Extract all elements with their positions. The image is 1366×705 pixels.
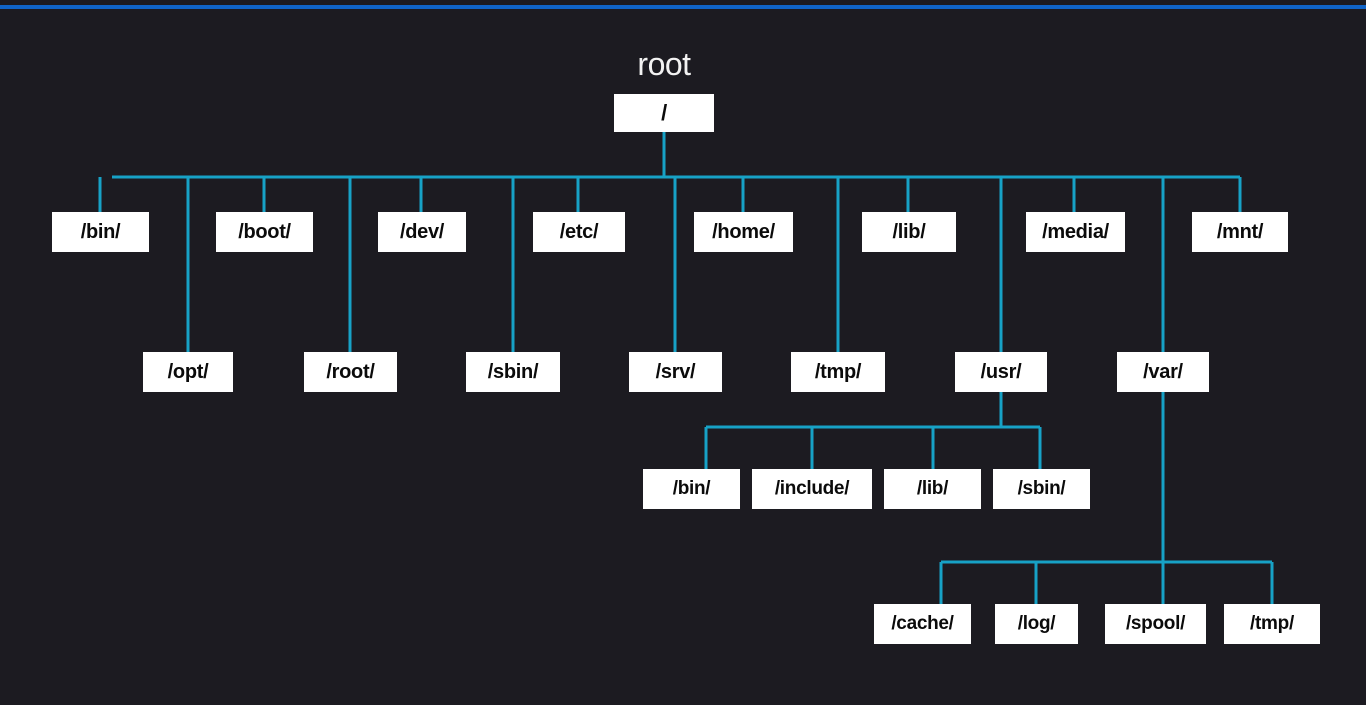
node-level1-dev[interactable]: /dev/ bbox=[378, 212, 466, 252]
node-label: /dev/ bbox=[399, 220, 445, 243]
node-level1-root[interactable]: /root/ bbox=[304, 352, 397, 392]
node-label: / bbox=[661, 100, 667, 125]
node-label: /usr/ bbox=[980, 360, 1022, 383]
node-label: /include/ bbox=[774, 478, 850, 499]
node-label: /sbin/ bbox=[487, 360, 539, 383]
node-label: /var/ bbox=[1143, 360, 1183, 383]
node-var-spool[interactable]: /spool/ bbox=[1105, 604, 1206, 644]
node-label: /mnt/ bbox=[1216, 220, 1264, 243]
node-level1-etc[interactable]: /etc/ bbox=[533, 212, 625, 252]
node-usr-sbin[interactable]: /sbin/ bbox=[993, 469, 1090, 509]
node-label: /lib/ bbox=[916, 478, 949, 499]
node-level1-bin[interactable]: /bin/ bbox=[52, 212, 149, 252]
node-usr-bin[interactable]: /bin/ bbox=[643, 469, 740, 509]
node-label: /boot/ bbox=[238, 220, 291, 243]
node-level1-mnt[interactable]: /mnt/ bbox=[1192, 212, 1288, 252]
node-label: /srv/ bbox=[655, 360, 696, 383]
node-level1-var[interactable]: /var/ bbox=[1117, 352, 1209, 392]
node-level1-opt[interactable]: /opt/ bbox=[143, 352, 233, 392]
node-level1-boot[interactable]: /boot/ bbox=[216, 212, 313, 252]
node-usr-lib[interactable]: /lib/ bbox=[884, 469, 981, 509]
node-root[interactable]: / bbox=[614, 94, 714, 132]
top-accent-bar bbox=[0, 0, 1366, 12]
node-level1-lib[interactable]: /lib/ bbox=[862, 212, 956, 252]
node-label: /cache/ bbox=[891, 613, 954, 634]
node-label: /tmp/ bbox=[814, 360, 862, 383]
node-label: /lib/ bbox=[892, 220, 926, 243]
node-label: /root/ bbox=[326, 360, 375, 383]
node-level1-tmp[interactable]: /tmp/ bbox=[791, 352, 885, 392]
node-level1-usr[interactable]: /usr/ bbox=[955, 352, 1047, 392]
node-label: /home/ bbox=[712, 220, 775, 243]
node-level1-home[interactable]: /home/ bbox=[694, 212, 793, 252]
node-label: /sbin/ bbox=[1017, 478, 1066, 499]
node-usr-include[interactable]: /include/ bbox=[752, 469, 872, 509]
node-var-tmp[interactable]: /tmp/ bbox=[1224, 604, 1320, 644]
node-var-cache[interactable]: /cache/ bbox=[874, 604, 971, 644]
node-level1-srv[interactable]: /srv/ bbox=[629, 352, 722, 392]
node-label: /tmp/ bbox=[1250, 613, 1294, 634]
node-label: /etc/ bbox=[559, 220, 599, 243]
node-label: /bin/ bbox=[80, 220, 121, 243]
node-level1-media[interactable]: /media/ bbox=[1026, 212, 1125, 252]
node-var-log[interactable]: /log/ bbox=[995, 604, 1078, 644]
node-level1-sbin[interactable]: /sbin/ bbox=[466, 352, 560, 392]
node-label: /log/ bbox=[1017, 613, 1056, 634]
node-label: /opt/ bbox=[167, 360, 209, 383]
top-accent-line bbox=[0, 5, 1366, 9]
node-label: /bin/ bbox=[672, 478, 711, 499]
node-label: /media/ bbox=[1042, 220, 1109, 243]
node-label: /spool/ bbox=[1125, 613, 1186, 634]
root-caption: root bbox=[637, 46, 691, 82]
